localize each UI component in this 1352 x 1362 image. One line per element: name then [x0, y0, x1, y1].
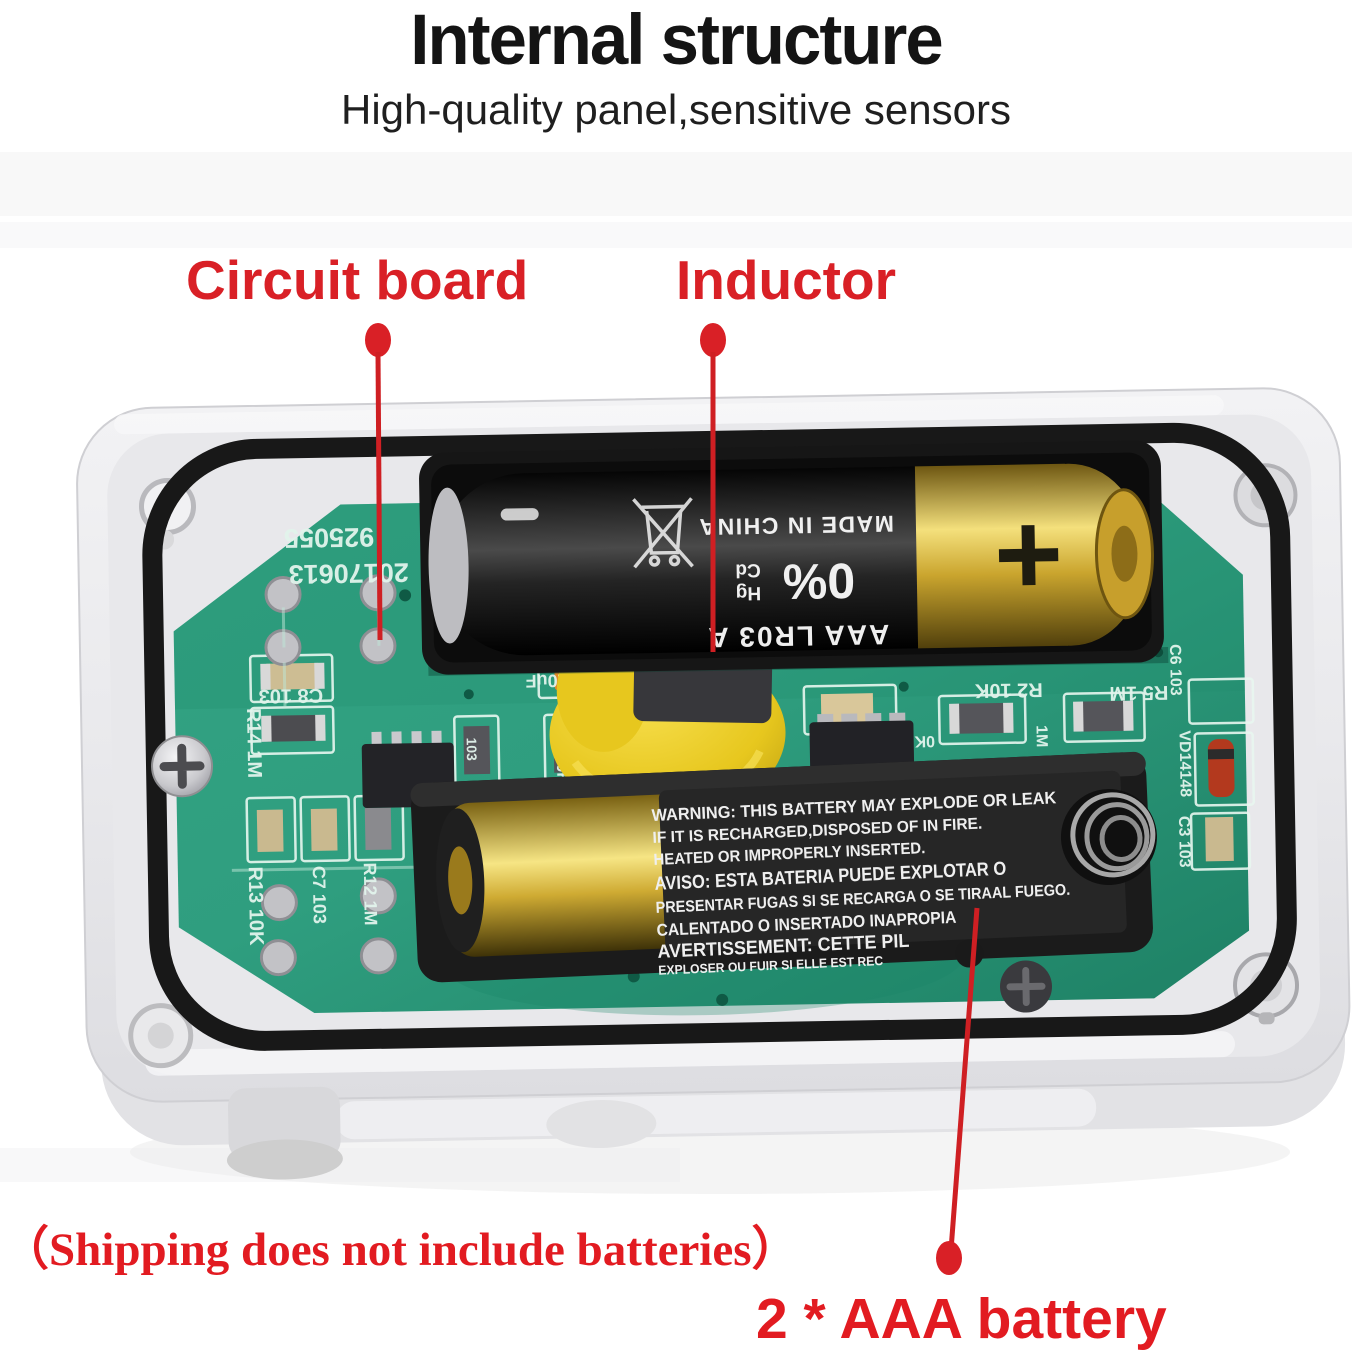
svg-text:VD14148: VD14148 [1176, 730, 1194, 797]
svg-text:1M: 1M [1032, 725, 1049, 748]
battery-model-text: AAA LR03 A [706, 619, 889, 653]
mercury-free-text: 0% Hg Cd [735, 552, 855, 609]
plus-symbol: + [993, 488, 1064, 621]
svg-text:R12 1M: R12 1M [360, 862, 381, 925]
inductor-dot [700, 323, 726, 357]
svg-text:0K: 0K [914, 732, 935, 749]
svg-text:C8 103: C8 103 [258, 684, 323, 707]
svg-text:C3 103: C3 103 [1175, 816, 1193, 868]
case-edge-highlight [114, 395, 1224, 435]
battery-negative-end [428, 487, 469, 644]
svg-text:C6 103: C6 103 [1166, 644, 1184, 696]
callout-lines [365, 323, 980, 1275]
battery-dot [936, 1241, 962, 1275]
svg-text:Cd: Cd [735, 559, 761, 580]
shipping-note: （Shipping does not include batteries） [2, 1224, 799, 1276]
case-edge-highlight [145, 1031, 1236, 1076]
circuit-board-line [375, 351, 383, 641]
case-skirt-highlight [336, 1088, 1097, 1140]
background-streak [0, 222, 1352, 248]
made-in-text: MADE IN CHINA [698, 511, 894, 540]
battery-bottom: WARNING: THIS BATTERY MAY EXPLODE OR LEA… [410, 751, 1157, 983]
pcb-markings: 925055 20170613 C8 103 R14 1M R9 2M C5 1… [242, 522, 1194, 946]
diode [1207, 739, 1235, 798]
battery-top: + MADE IN CHINA 0% Hg Cd AAA LR03 A [419, 440, 1164, 675]
svg-text:R2 10K: R2 10K [974, 678, 1043, 701]
spring-terminal [1060, 789, 1157, 886]
battery-body-gold [447, 793, 703, 957]
battery-line [948, 907, 980, 1251]
svg-text:R13 10K: R13 10K [244, 866, 267, 946]
background-streak [0, 152, 1352, 216]
svg-text:C7 103: C7 103 [309, 866, 330, 924]
svg-text:R14 1M: R14 1M [242, 708, 265, 778]
svg-text:103: 103 [464, 737, 480, 761]
device-group: 925055 20170613 C8 103 R14 1M R9 2M C5 1… [76, 387, 1351, 1180]
pcb-serial: 925055 [284, 522, 375, 554]
circuit-board-label: Circuit board [186, 249, 529, 311]
page-title: Internal structure [410, 1, 943, 80]
svg-text:R5 1M: R5 1M [1109, 681, 1168, 704]
case-feet [226, 1086, 657, 1180]
battery-count-label: 2 * AAA battery [756, 1287, 1167, 1351]
circuit-board-dot [365, 323, 391, 357]
inductor-label: Inductor [676, 249, 896, 311]
pcb-date-code: 20170613 [288, 557, 409, 589]
svg-text:0%: 0% [782, 552, 855, 609]
warning-label [658, 770, 1127, 953]
page-subtitle: High-quality panel,sensitive sensors [340, 86, 1011, 133]
crossed-bin-icon [632, 497, 694, 569]
pcb-screws [151, 735, 1053, 1013]
svg-text:Hg: Hg [736, 582, 762, 603]
